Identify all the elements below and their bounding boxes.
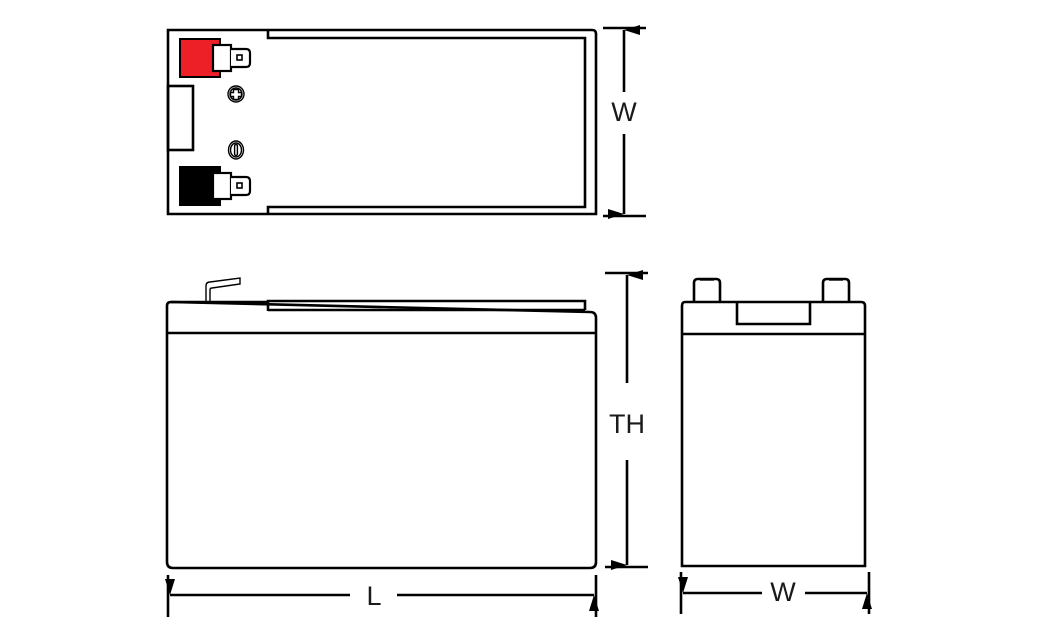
front-view-lid-strip: [266, 299, 587, 311]
top-view-side-tab: [166, 84, 195, 152]
front-view: [165, 270, 648, 617]
top-view-lid-recess: [266, 30, 587, 214]
positive-terminal: [179, 38, 252, 78]
side-view-width-dimension: [678, 572, 872, 614]
top-view-case-outline: [166, 28, 598, 216]
top-view-width-dimension: [603, 24, 646, 219]
total-height-dimension: [605, 270, 648, 570]
front-view-terminal-tab: [205, 277, 241, 302]
side-view-body: [680, 300, 867, 568]
side-view: [678, 277, 872, 614]
plus-symbol-icon: [227, 85, 245, 103]
side-width-label: W: [767, 579, 799, 606]
front-view-body: [165, 300, 598, 570]
total-height-label: TH: [606, 411, 648, 438]
side-view-lid-recess: [735, 302, 812, 326]
length-dimension: [165, 575, 599, 617]
top-view: [166, 24, 646, 219]
length-label: L: [360, 583, 388, 610]
side-view-post-right: [821, 277, 851, 302]
side-view-post-left: [692, 277, 722, 302]
minus-symbol-icon: [227, 140, 245, 160]
negative-terminal: [179, 166, 252, 206]
top-width-label: W: [608, 99, 640, 126]
